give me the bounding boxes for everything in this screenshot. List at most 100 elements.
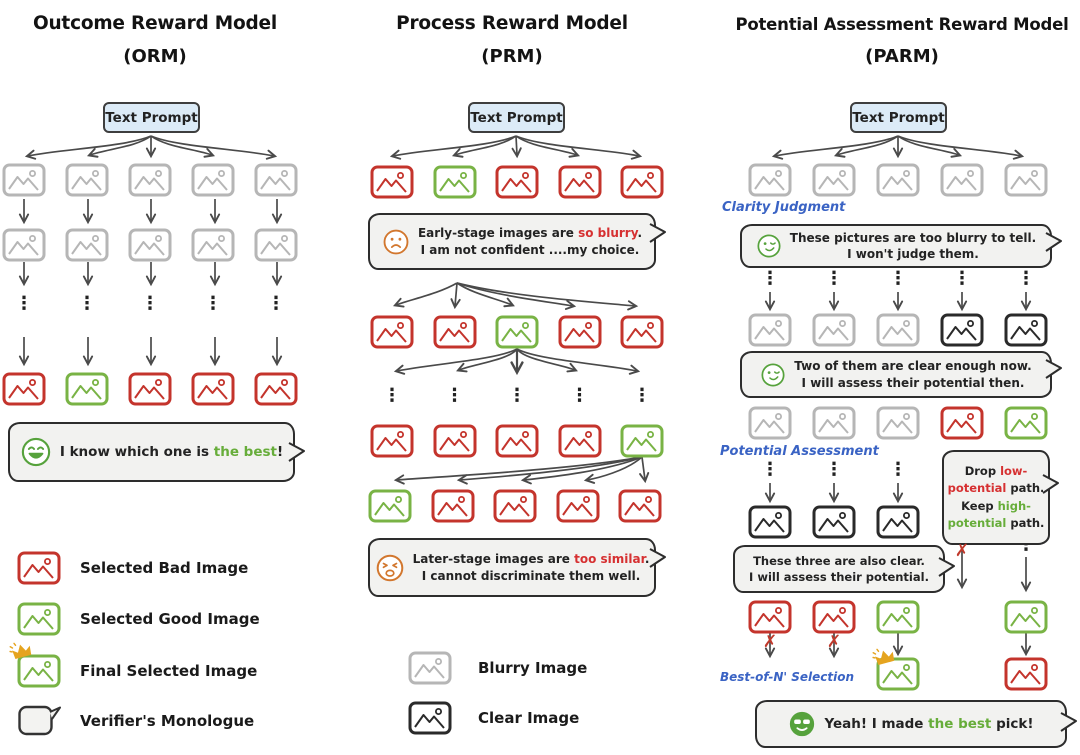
- clear-image-icon: [408, 701, 452, 735]
- monologue-text: Yeah! I made the best pick!: [824, 715, 1034, 732]
- generation-row-1: [2, 163, 298, 197]
- drop-keep-text: Drop low-potential path.Keep high-potent…: [947, 464, 1045, 530]
- blurry-image-icon: [254, 228, 298, 262]
- blurry-image-icon: [408, 651, 452, 685]
- verifier-monologue-bubble-3: These three are also clear.I will assess…: [733, 545, 955, 593]
- stage-label-selection: Best-of-N' Selection: [720, 670, 855, 684]
- blurry-image-icon: [812, 163, 856, 197]
- legend-item-clear: Clear Image: [408, 701, 579, 735]
- ellipsis: ⋮: [761, 459, 779, 480]
- bad-image-icon: [191, 372, 235, 406]
- good-image-icon: [495, 315, 539, 349]
- text-prompt-box: Text Prompt: [468, 102, 565, 133]
- bubble-tail: [1045, 232, 1062, 252]
- verifier-monologue-bubble-early: Early-stage images are so blurry.I am no…: [368, 213, 666, 270]
- good-image-icon: [433, 165, 477, 199]
- continuation-dots-row: ⋮⋮⋮⋮⋮: [748, 270, 1048, 288]
- legend-item-final: Final Selected Image: [17, 654, 257, 688]
- bad-image-icon: [1004, 657, 1048, 691]
- bad-image-icon: [558, 165, 602, 199]
- bad-image-icon: [558, 315, 602, 349]
- blurry-image-icon: [876, 406, 920, 440]
- generation-row-3: [370, 424, 664, 458]
- bad-image-icon: [370, 424, 414, 458]
- bad-image-icon: [2, 372, 46, 406]
- bad-image-icon: [128, 372, 172, 406]
- blurry-image-icon: [191, 228, 235, 262]
- ellipsis: ⋮: [761, 268, 779, 289]
- good-image-icon: [65, 372, 109, 406]
- column-title: Outcome Reward Model: [32, 13, 278, 34]
- verifier-monologue-bubble-2: Two of them are clear enough now.I will …: [740, 351, 1062, 398]
- generation-row-2: [748, 313, 1048, 347]
- blurry-image-icon: [748, 163, 792, 197]
- bad-image-icon: [620, 315, 664, 349]
- column-subtitle: (PRM): [481, 46, 543, 67]
- blurry-image-icon: [876, 163, 920, 197]
- text-prompt-box: Text Prompt: [850, 102, 947, 133]
- monologue-text: I know which one is the best!: [59, 443, 284, 460]
- generation-row-2: [2, 228, 298, 262]
- good-image-icon: [620, 424, 664, 458]
- blurry-image-icon: [940, 163, 984, 197]
- bubble-tail: [938, 557, 955, 577]
- continuation-dots-row: ⋮⋮⋮⋮⋮: [370, 387, 664, 405]
- continuation-dots-row-left: ⋮⋮⋮: [748, 461, 920, 479]
- blurry-image-icon: [748, 313, 792, 347]
- assessed-row: [748, 600, 920, 634]
- bubble-tail: [1060, 712, 1077, 732]
- wink-face-icon: [756, 233, 782, 259]
- text-prompt-box: Text Prompt: [103, 102, 200, 133]
- clear-image-icon: [812, 505, 856, 539]
- blurry-image-icon: [128, 228, 172, 262]
- right-path-last-image: [1004, 657, 1048, 691]
- bubble-tail: [649, 548, 666, 568]
- verifier-monologue-bubble-1: These pictures are too blurry to tell.I …: [740, 224, 1062, 268]
- legend-label: Selected Good Image: [80, 610, 260, 628]
- bad-image-icon: [620, 165, 664, 199]
- monologue-text: Later-stage images are too similar.I can…: [412, 552, 650, 583]
- bad-image-icon: [431, 489, 475, 523]
- ellipsis: ⋮: [383, 385, 401, 406]
- clear-image-icon: [876, 505, 920, 539]
- bubble-tail: [288, 442, 305, 462]
- good-image-icon: [876, 600, 920, 634]
- monologue-text: These pictures are too blurry to tell.I …: [789, 230, 1037, 261]
- good-image-icon: [17, 602, 61, 636]
- generation-row-1: [748, 163, 1048, 197]
- bubble-tail: [1045, 359, 1062, 379]
- legend-label: Verifier's Monologue: [80, 712, 255, 730]
- bad-image-icon: [493, 489, 537, 523]
- monologue-text: Two of them are clear enough now.I will …: [794, 359, 1032, 390]
- clear-image-legend-icon: [408, 701, 452, 735]
- cool-face-icon: [788, 710, 816, 738]
- legend-label: Blurry Image: [478, 659, 588, 677]
- bad-image-icon: [748, 600, 792, 634]
- good-image-icon: [1004, 600, 1048, 634]
- clear-image-icon: [748, 505, 792, 539]
- anguish-face-icon: [375, 553, 405, 583]
- column-title: Potential Assessment Reward Model: [735, 15, 1069, 34]
- monologue-text: These three are also clear.I will assess…: [749, 553, 929, 584]
- clear-image-icon: [1004, 313, 1048, 347]
- drop-keep-bubble: Drop low-potential path.Keep high-potent…: [942, 450, 1059, 545]
- sad-face-icon: [382, 228, 410, 256]
- legend-label: Final Selected Image: [80, 662, 258, 680]
- bad-image-icon: [433, 315, 477, 349]
- kept-path-image: [1004, 600, 1048, 634]
- blurry-image-icon: [191, 163, 235, 197]
- final-row: [2, 372, 298, 406]
- continuation-dots-row: ⋮⋮⋮⋮⋮: [2, 295, 298, 313]
- blurry-image-icon: [2, 228, 46, 262]
- column-title: Process Reward Model: [396, 13, 628, 34]
- blurry-image-icon: [748, 406, 792, 440]
- bad-image-icon: [556, 489, 600, 523]
- legend-item-good: Selected Good Image: [17, 602, 260, 636]
- legend-label: Selected Bad Image: [80, 559, 249, 577]
- bubble-tail: [649, 223, 666, 243]
- blurry-image-icon: [65, 163, 109, 197]
- good-image-icon: [1004, 406, 1048, 440]
- blurry-image-icon: [128, 163, 172, 197]
- bad-image-icon: [618, 489, 662, 523]
